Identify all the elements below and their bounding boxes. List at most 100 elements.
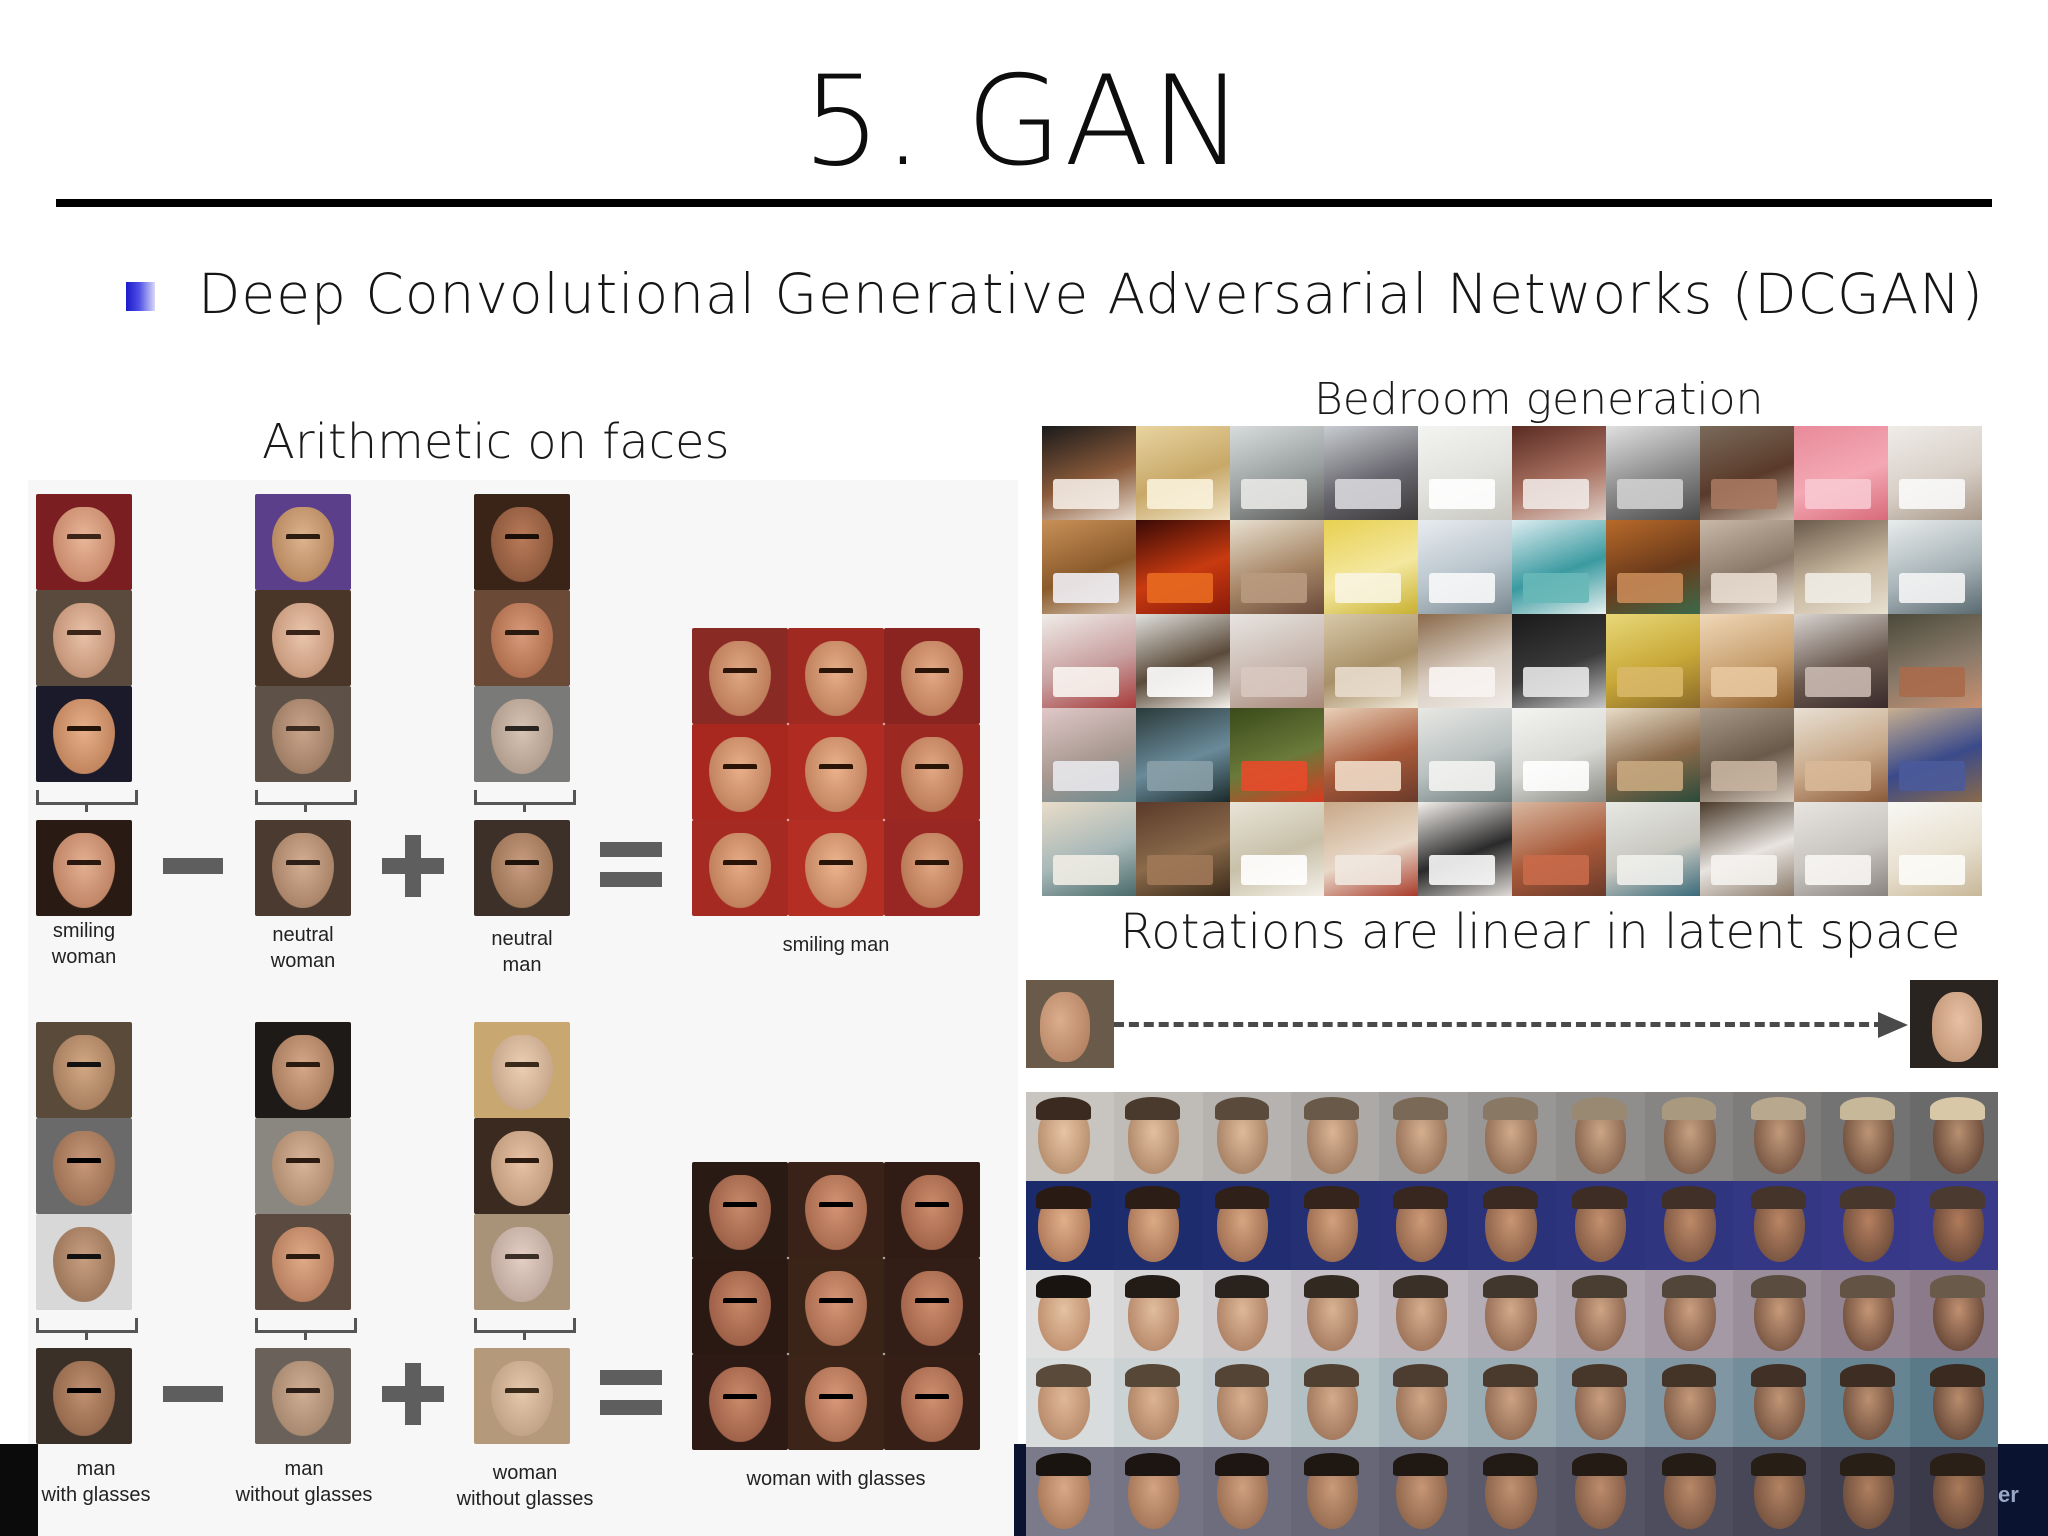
rotation-arrow-dashed-line: [1114, 1022, 1884, 1027]
video-frame-edge: [1998, 1444, 2048, 1536]
neutral-woman-mean-face: [255, 820, 351, 916]
equals-icon: [600, 842, 662, 857]
minus-icon: [163, 858, 223, 874]
bedroom-image: [1606, 520, 1700, 614]
bedroom-heading: Bedroom generation: [1314, 374, 1764, 425]
bedroom-image: [1324, 520, 1418, 614]
caption-neutral-woman: neutral woman: [270, 924, 336, 972]
face-image: [1379, 1447, 1468, 1536]
face-image: [1909, 1447, 1998, 1536]
bedroom-image: [1888, 708, 1982, 802]
arrow-right-icon: [1878, 1012, 1908, 1038]
woman-with-glasses-result-grid: [692, 1162, 980, 1450]
face-image: [1379, 1180, 1468, 1270]
face-image: [1732, 1180, 1822, 1270]
bedroom-image: [1230, 520, 1324, 614]
arithmetic-heading: Arithmetic on faces: [262, 414, 730, 470]
bedroom-image: [1888, 520, 1982, 614]
minus-icon: [163, 1386, 223, 1402]
bracket: [36, 790, 138, 812]
face-image: [884, 1258, 980, 1354]
face-image: [1909, 1092, 1998, 1181]
caption-man-without-glasses: man without glasses: [235, 1458, 373, 1506]
bedroom-image: [1700, 614, 1794, 708]
face-image: [1291, 1180, 1380, 1270]
bedroom-image-grid: [1042, 426, 1982, 896]
face-image: [1821, 1358, 1910, 1448]
face-image: [1202, 1447, 1292, 1536]
face-image: [692, 628, 788, 724]
smiling-woman-mean-face: [36, 820, 132, 916]
equals-icon-lower: [600, 872, 662, 887]
bedroom-image: [1136, 426, 1230, 520]
face-image: [1932, 992, 1982, 1062]
bedroom-image: [1418, 802, 1512, 896]
bedroom-image: [1418, 614, 1512, 708]
face-image: [1732, 1358, 1822, 1448]
face-image: [1026, 1269, 1115, 1359]
face-image: [255, 590, 351, 686]
bedroom-image: [1042, 520, 1136, 614]
bedroom-image: [1324, 614, 1418, 708]
face-image: [1556, 1269, 1645, 1359]
face-image: [255, 494, 351, 590]
face-image: [884, 1162, 980, 1258]
face-image: [692, 724, 788, 820]
face-image: [474, 1022, 570, 1118]
bracket: [474, 1318, 576, 1340]
smiling-man-result-grid: [692, 628, 980, 916]
man-with-glasses-mean-face: [36, 1348, 132, 1444]
bedroom-image: [1136, 708, 1230, 802]
caption-woman-with-glasses: woman with glasses: [746, 1468, 926, 1490]
neutral-man-mean-face: [474, 820, 570, 916]
bedroom-image: [1888, 426, 1982, 520]
face-image: [1379, 1269, 1468, 1359]
face-image: [692, 820, 788, 916]
watermark-text: er: [1998, 1482, 2019, 1507]
woman-without-glasses-mean-face: [474, 1348, 570, 1444]
equals-icon-lower: [600, 1400, 662, 1415]
bedroom-image: [1042, 802, 1136, 896]
bracket: [255, 790, 357, 812]
face-image: [1644, 1269, 1733, 1359]
bedroom-image: [1700, 520, 1794, 614]
face-image: [1291, 1092, 1380, 1181]
face-image: [1467, 1180, 1557, 1270]
bedroom-image: [1888, 802, 1982, 896]
face-image: [474, 1118, 570, 1214]
face-image: [474, 1214, 570, 1310]
plus-icon-vertical: [405, 835, 421, 897]
face-image: [255, 1022, 351, 1118]
face-image: [36, 590, 132, 686]
equals-icon: [600, 1370, 662, 1385]
bedroom-image: [1794, 520, 1888, 614]
bedroom-image: [1888, 614, 1982, 708]
face-image: [474, 686, 570, 782]
slide-title: 5. GAN: [802, 50, 1246, 194]
bedroom-image: [1418, 520, 1512, 614]
bedroom-image: [1512, 614, 1606, 708]
face-image: [1467, 1447, 1557, 1536]
bedroom-image: [1230, 614, 1324, 708]
face-image: [1379, 1092, 1468, 1181]
rotation-end-face: [1910, 980, 1998, 1068]
face-arithmetic-panel: smiling woman neutral woman neutral man …: [28, 480, 1018, 1536]
face-image: [1821, 1269, 1910, 1359]
face-image: [1114, 1092, 1203, 1181]
face-image: [36, 1214, 132, 1310]
face-image: [692, 1258, 788, 1354]
face-image: [884, 1354, 980, 1450]
face-image: [1467, 1358, 1557, 1448]
bedroom-image: [1136, 520, 1230, 614]
face-image: [1909, 1269, 1998, 1359]
face-image: [1114, 1447, 1203, 1536]
face-image: [36, 686, 132, 782]
face-image: [255, 1118, 351, 1214]
bedroom-image: [1418, 708, 1512, 802]
face-image: [1202, 1092, 1292, 1181]
caption-man-with-glasses: man with glasses: [41, 1458, 151, 1506]
bedroom-image: [1324, 802, 1418, 896]
video-frame-edge: [1014, 1444, 1026, 1536]
face-image: [884, 820, 980, 916]
face-image: [788, 1354, 884, 1450]
